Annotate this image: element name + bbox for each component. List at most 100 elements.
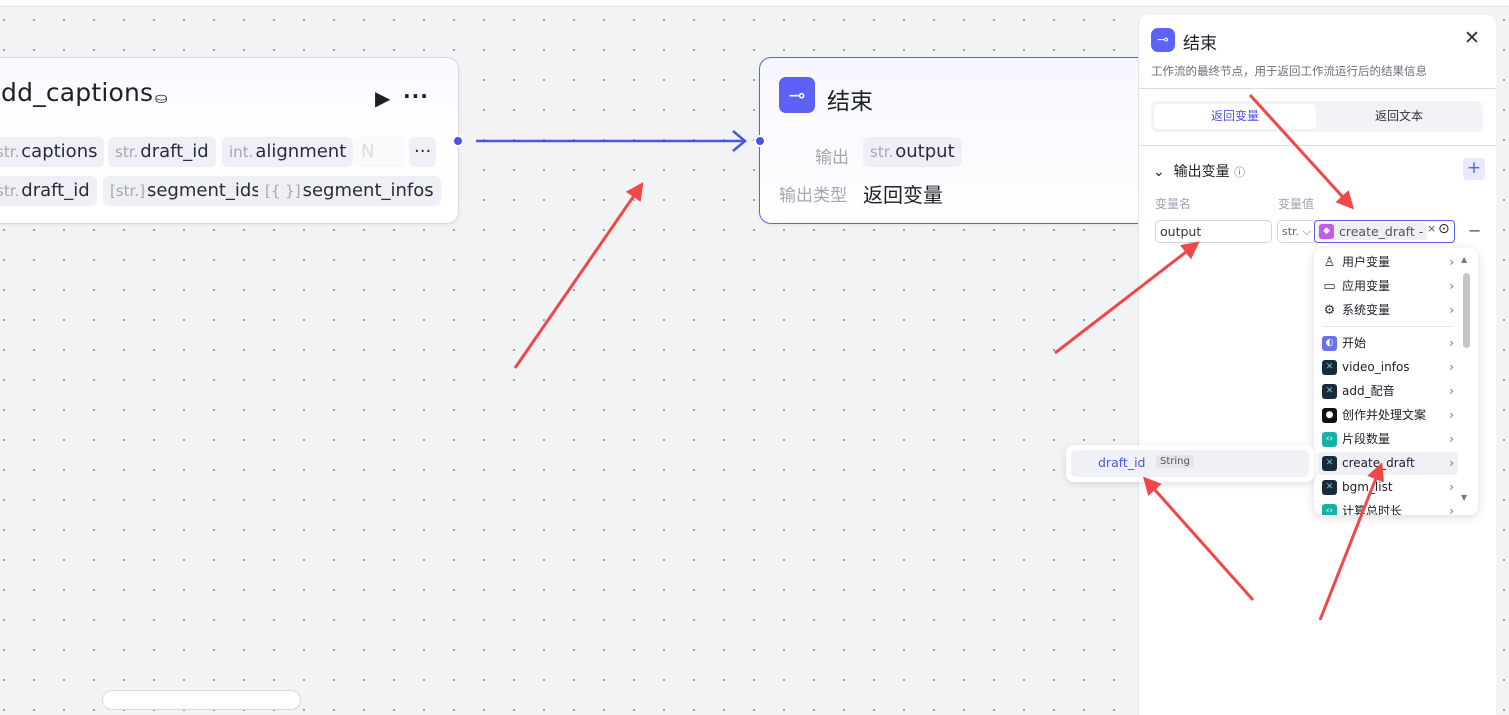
output-tag: [{ }]segment_infos xyxy=(258,176,441,206)
end-node-icon: ⊸ xyxy=(1151,28,1175,52)
input-tag: int.alignment xyxy=(222,137,354,167)
red-arrow xyxy=(513,182,644,369)
chevron-right-icon: › xyxy=(1449,408,1454,422)
node-title: 结束 xyxy=(827,89,873,115)
divider xyxy=(1139,88,1497,89)
variable-name: draft_id xyxy=(1098,455,1146,470)
dropdown-item[interactable]: ● 创作并处理文案 › xyxy=(1318,404,1458,427)
dropdown-item-label: 创作并处理文案 xyxy=(1342,408,1427,422)
input-tag: str.captions xyxy=(0,137,105,167)
dropdown-item-label: 片段数量 xyxy=(1342,432,1391,446)
node-end[interactable]: ⊸ 结束 输出 str.output 输出类型 返回变量 xyxy=(759,57,1159,224)
dropdown-item-label: 系统变量 xyxy=(1342,303,1391,317)
output-tag: str.draft_id xyxy=(0,176,97,206)
output-label: 输出 xyxy=(815,148,849,168)
dropdown-item[interactable]: ✕ create_draft › xyxy=(1318,452,1458,475)
dropdown-item[interactable]: ▭ 应用变量 › xyxy=(1318,275,1458,298)
column-value-header: 变量值 xyxy=(1278,197,1315,211)
dropdown-item-label: video_infos xyxy=(1342,360,1410,374)
add-variable-button[interactable]: + xyxy=(1463,158,1485,180)
close-icon[interactable]: ✕ xyxy=(1464,27,1480,49)
type-select[interactable]: str. ⌵ xyxy=(1277,220,1317,243)
output-type-label: 输出类型 xyxy=(779,186,847,206)
plugin-badge-icon: ⛀ xyxy=(155,89,168,107)
panel-description: 工作流的最终节点，用于返回工作流运行后的结果信息 xyxy=(1151,64,1427,78)
output-tag: [str.]segment_ids xyxy=(103,176,268,206)
dropdown-item-label: 应用变量 xyxy=(1342,279,1391,293)
input-tag-faded: N xyxy=(354,137,404,167)
column-name-header: 变量名 xyxy=(1155,197,1192,211)
input-tag: str.draft_id xyxy=(108,137,216,167)
variable-name-input[interactable]: output xyxy=(1155,220,1272,243)
dropdown-item-label: 开始 xyxy=(1342,336,1367,350)
dropdown-item[interactable]: ✕ bgm_list › xyxy=(1318,476,1458,499)
scrollbar[interactable] xyxy=(1463,273,1470,348)
dropdown-item[interactable]: ⚙系统变量› xyxy=(1318,299,1458,322)
input-port[interactable] xyxy=(754,135,766,147)
run-icon[interactable]: ▶ xyxy=(375,86,391,110)
chevron-right-icon: › xyxy=(1449,255,1454,269)
dropdown-item[interactable]: ‹› 片段数量 › xyxy=(1318,428,1458,451)
llm-icon: ● xyxy=(1322,408,1337,423)
chevron-right-icon: › xyxy=(1449,456,1454,470)
variable-reference-field[interactable]: ◆create_draft - draft_id × ⊙ xyxy=(1314,220,1455,243)
clear-icon[interactable]: × xyxy=(1427,222,1437,235)
output-port[interactable] xyxy=(452,135,464,147)
submenu-item-draft-id[interactable]: draft_id String xyxy=(1071,450,1309,477)
scroll-down-icon[interactable]: ▼ xyxy=(1461,493,1468,502)
node-title: dd_captions xyxy=(1,78,154,107)
divider xyxy=(1139,145,1497,146)
chevron-right-icon: › xyxy=(1449,384,1454,398)
remove-row-icon[interactable]: − xyxy=(1468,221,1482,240)
variable-dropdown: ♙ 用户变量 › ▭ 应用变量 › ⚙ 系统变量 › ◐ 开始 › ✕ video_infos › ✕ add_… xyxy=(1314,248,1478,515)
target-icon[interactable]: ⊙ xyxy=(1438,221,1450,237)
plugin-icon: ◆ xyxy=(1319,224,1334,239)
dropdown-item[interactable]: ‹›计算总时长› xyxy=(1318,500,1458,515)
more-inputs-button[interactable]: ··· xyxy=(409,137,437,167)
chevron-down-icon: ⌄ xyxy=(1153,164,1165,180)
divider xyxy=(1322,326,1452,327)
info-icon: ⓘ xyxy=(1234,166,1246,179)
gear-icon: ⚙ xyxy=(1323,303,1336,318)
output-submenu: draft_id String xyxy=(1066,445,1314,482)
folder-icon: ▭ xyxy=(1323,279,1336,294)
user-icon: ♙ xyxy=(1323,255,1336,270)
scroll-up-icon[interactable]: ▲ xyxy=(1461,255,1468,264)
output-type-value: 返回变量 xyxy=(863,183,943,207)
output-tag: str.output xyxy=(863,137,962,167)
reference-chip: ◆create_draft - draft_id xyxy=(1317,223,1427,240)
dropdown-item-label: 用户变量 xyxy=(1342,255,1391,269)
plugin-icon: ✕ xyxy=(1322,384,1337,399)
dropdown-item-label: add_配音 xyxy=(1342,384,1395,398)
panel-title: 结束 xyxy=(1183,34,1217,54)
chevron-right-icon: › xyxy=(1449,336,1454,350)
code-icon: ‹› xyxy=(1322,504,1337,515)
section-header[interactable]: ⌄ 输出变量 ⓘ xyxy=(1153,161,1245,181)
dropdown-item[interactable]: ♙ 用户变量 › xyxy=(1318,251,1458,274)
variable-type-badge: String xyxy=(1156,455,1194,468)
chevron-right-icon: › xyxy=(1449,432,1454,446)
return-type-tabs: 返回变量 返回文本 xyxy=(1151,101,1483,132)
section-title: 输出变量 xyxy=(1173,164,1230,180)
top-bar xyxy=(0,0,1509,7)
end-node-icon: ⊸ xyxy=(779,77,815,113)
more-icon[interactable]: ··· xyxy=(403,84,429,108)
dropdown-item[interactable]: ◐ 开始 › xyxy=(1318,332,1458,355)
code-icon: ‹› xyxy=(1322,432,1337,447)
chevron-right-icon: › xyxy=(1449,279,1454,293)
plugin-icon: ✕ xyxy=(1322,360,1337,375)
chevron-right-icon: › xyxy=(1449,480,1454,494)
dropdown-item[interactable]: ✕ add_配音 › xyxy=(1318,380,1458,403)
node-add-captions[interactable]: dd_captions ⛀ ▶ ··· str.captions str.dra… xyxy=(0,57,459,224)
chevron-right-icon: › xyxy=(1449,360,1454,374)
start-icon: ◐ xyxy=(1322,336,1337,351)
tab-return-text[interactable]: 返回文本 xyxy=(1374,109,1423,123)
dropdown-item[interactable]: ✕ video_infos › xyxy=(1318,356,1458,379)
bottom-toolbar[interactable] xyxy=(102,690,301,710)
dropdown-item-label: bgm_list xyxy=(1342,480,1393,494)
dropdown-item-label: create_draft xyxy=(1342,456,1415,470)
tab-return-variable[interactable]: 返回变量 xyxy=(1154,104,1316,129)
plugin-icon: ✕ xyxy=(1322,456,1337,471)
plugin-icon: ✕ xyxy=(1322,480,1337,495)
dropdown-item-label: 计算总时长 xyxy=(1342,504,1403,515)
